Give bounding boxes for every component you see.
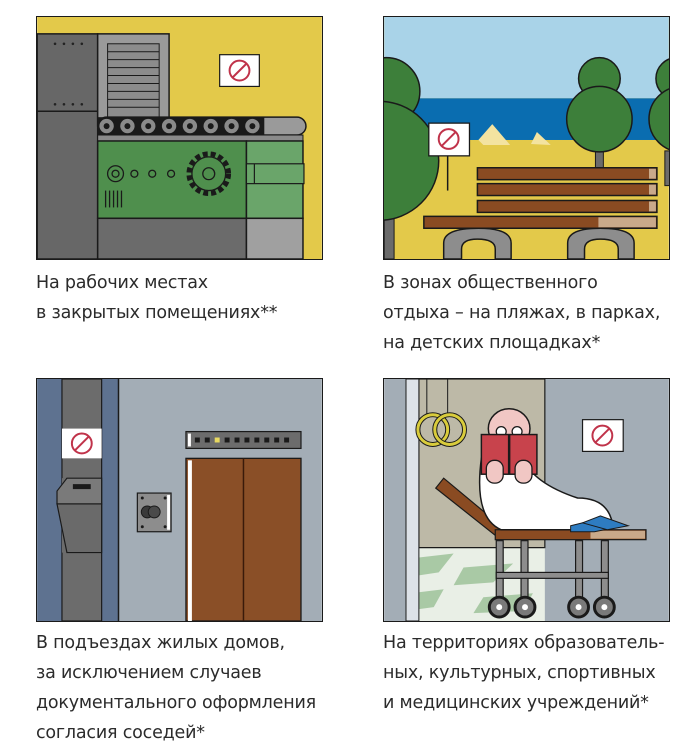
entrance-caption: В подъездах жилых домов, за исключением … — [36, 628, 316, 748]
caption-line: и медицинских учреждений* — [383, 693, 649, 713]
caption-line: документального оформления — [36, 693, 316, 713]
caption-line: На рабочих местах — [36, 273, 208, 293]
institutions-caption: На территориях образователь- ных, культу… — [383, 628, 665, 718]
recreation-illustration — [383, 16, 670, 260]
recreation-caption: В зонах общественного отдыха – на пляжах… — [383, 268, 660, 358]
caption-line: В зонах общественного — [383, 273, 598, 293]
caption-line: за исключением случаев — [36, 663, 262, 683]
caption-line: В подъездах жилых домов, — [36, 633, 285, 653]
workplace-caption: На рабочих местах в закрытых помещениях*… — [36, 268, 278, 328]
workplace-illustration — [36, 16, 323, 260]
caption-line: на детских площадках* — [383, 333, 601, 353]
caption-line: согласия соседей* — [36, 723, 205, 743]
institutions-illustration — [383, 378, 670, 622]
caption-line: ных, культурных, спортивных — [383, 663, 656, 683]
caption-line: отдыха – на пляжах, в парках, — [383, 303, 661, 323]
caption-line: На территориях образователь- — [383, 633, 665, 653]
caption-line: в закрытых помещениях** — [36, 303, 278, 323]
entrance-illustration — [36, 378, 323, 622]
